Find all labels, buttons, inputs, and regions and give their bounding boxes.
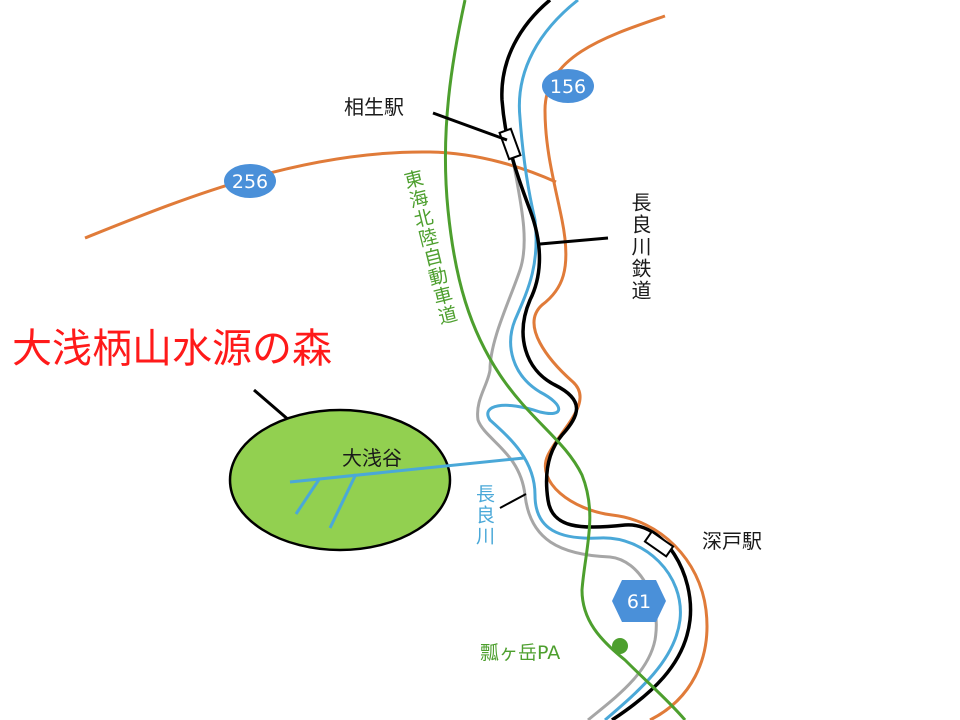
map-title: 大浅柄山水源の森 bbox=[12, 326, 332, 372]
nagaragawa-railway-line bbox=[500, 0, 693, 720]
expressway-label: 東海北陸自動車道 bbox=[399, 167, 459, 328]
fukato-station-label: 深戸駅 bbox=[702, 529, 762, 553]
railway-leader bbox=[539, 236, 609, 246]
river-leader bbox=[499, 493, 527, 509]
aioi-station-label: 相生駅 bbox=[344, 95, 404, 119]
hisagodake-pa-label: 瓢ヶ岳PA bbox=[480, 642, 560, 664]
route-256-shield: 256 bbox=[224, 164, 276, 198]
nagaragawa-railway-label: 長良川鉄道 bbox=[628, 192, 652, 302]
nagaragawa-river bbox=[486, 0, 682, 720]
fukato-station-marker bbox=[643, 530, 675, 558]
oasadani-stream bbox=[289, 456, 525, 529]
aioi-station-leader bbox=[432, 111, 508, 142]
route-256-label: 256 bbox=[232, 171, 268, 193]
hisagodake-pa-marker bbox=[612, 638, 628, 654]
route-256-road bbox=[84, 150, 557, 240]
nagaragawa-river-label: 長良川 bbox=[473, 484, 495, 547]
oasadani-label: 大浅谷 bbox=[342, 446, 402, 470]
route-156-label: 156 bbox=[550, 76, 586, 98]
route-61-road bbox=[476, 159, 658, 720]
aioi-station-marker bbox=[498, 127, 522, 161]
route-156-shield: 156 bbox=[542, 69, 594, 103]
route-61-shield: 61 bbox=[612, 580, 666, 622]
route-156-road bbox=[532, 14, 709, 720]
route-61-label: 61 bbox=[627, 591, 651, 613]
tokai-hokuriku-expressway-line bbox=[443, 0, 687, 720]
forest-area bbox=[228, 408, 452, 552]
